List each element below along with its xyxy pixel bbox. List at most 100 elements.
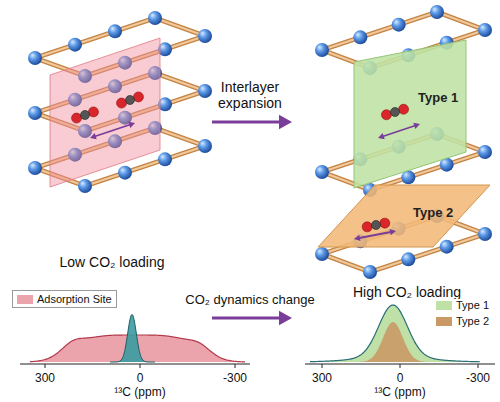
axis-tick — [478, 364, 479, 368]
oxygen-atom — [88, 107, 98, 117]
metal-node-sphere — [198, 29, 212, 43]
arrow-shaft — [358, 232, 392, 239]
legend-entry: Adsorption Site — [12, 290, 117, 308]
process-arrow — [212, 115, 292, 129]
oxygen-atom — [362, 222, 372, 232]
plane-shape — [318, 185, 493, 247]
linker-rod-highlight — [322, 12, 437, 50]
axis-title: ¹³C (ppm) — [374, 386, 425, 400]
axis-tick — [322, 364, 323, 368]
spectrum-type1-fill — [310, 305, 480, 362]
metal-node-sphere — [108, 24, 122, 38]
arrow-shaft — [94, 124, 131, 136]
metal-node-sphere — [198, 84, 212, 98]
process-label: CO₂ dynamics change — [185, 293, 314, 308]
linker-rod-highlight — [437, 12, 485, 30]
carbon-atom — [81, 111, 90, 120]
metal-node-sphere — [148, 11, 162, 25]
x-axis-line — [20, 363, 250, 364]
legend-swatch — [17, 295, 33, 304]
arrow-shaft — [212, 121, 282, 124]
linker-rod — [322, 12, 437, 50]
metal-node-sphere — [315, 43, 329, 57]
metal-node-sphere — [440, 240, 454, 254]
arrow-head — [279, 311, 292, 325]
plane-label: Type 2 — [413, 205, 453, 220]
metal-node-sphere — [478, 227, 492, 241]
arrow-head — [354, 235, 361, 241]
metal-node-sphere — [353, 30, 367, 44]
metal-node-sphere — [28, 51, 42, 65]
spectrum-axes — [20, 364, 495, 368]
axis-tick-label: 300 — [312, 372, 332, 386]
linker-rod-highlight — [155, 18, 205, 36]
motion-double-arrow — [90, 122, 135, 139]
axis-tick-label: 0 — [137, 372, 144, 386]
metal-node-sphere — [315, 165, 329, 179]
legend-text: Type 2 — [456, 315, 489, 327]
plane-fill — [318, 185, 490, 247]
legend-swatch — [436, 301, 452, 310]
oxygen-atom — [381, 110, 391, 120]
motion-double-arrow — [378, 123, 420, 139]
carbon-atom — [372, 221, 381, 230]
metal-node-sphere — [118, 166, 132, 180]
oxygen-atom — [72, 113, 82, 123]
axis-tick-label: 0 — [397, 372, 404, 386]
metal-node-sphere — [478, 23, 492, 37]
axis-tick-label: 300 — [35, 372, 55, 386]
axis-tick-label: -300 — [466, 372, 490, 386]
axis-tick — [45, 364, 46, 368]
co2-molecule — [381, 104, 408, 120]
arrow-head — [413, 123, 420, 129]
co2-molecule — [362, 218, 390, 232]
linker-rod — [437, 12, 485, 30]
arrow-shaft — [382, 125, 416, 136]
legend-text: Type 1 — [456, 299, 489, 311]
linker-rod — [155, 18, 205, 36]
adsorption-plane — [50, 38, 160, 187]
arrow-head — [378, 133, 385, 139]
legend-text: Adsorption Site — [37, 293, 112, 305]
state-caption: Low CO₂ loading — [59, 254, 164, 270]
arrow-head — [389, 229, 396, 235]
carbon-atom — [391, 108, 400, 117]
type2-plane: Type 2 — [318, 185, 493, 247]
legend-entry: Type 1 — [436, 299, 489, 311]
metal-node-sphere — [363, 265, 377, 279]
co2-molecule — [72, 107, 99, 123]
linker-rod — [155, 128, 205, 146]
nmr-spectra — [30, 305, 480, 362]
process-label: Interlayer expansion — [210, 79, 290, 111]
axis-title: ¹³C (ppm) — [114, 386, 165, 400]
metal-node-sphere — [68, 38, 82, 52]
axis-tick — [400, 364, 401, 368]
oxygen-atom — [380, 218, 390, 228]
carbon-atom — [126, 96, 135, 105]
spectrum-type2-fill — [340, 322, 446, 362]
motion-double-arrow — [354, 229, 396, 241]
plane-shape — [350, 40, 470, 190]
process-arrow — [212, 311, 292, 325]
legend-swatch — [436, 317, 452, 326]
linker-rod-highlight — [155, 73, 205, 91]
arrow-head — [90, 133, 97, 139]
plane-fill — [354, 40, 466, 188]
spectrum-outline — [110, 314, 155, 362]
oxygen-atom — [399, 104, 409, 114]
plane-label: Type 1 — [418, 90, 458, 105]
metal-node-sphere — [430, 5, 444, 19]
linker-rod — [155, 73, 205, 91]
type1-plane: Type 1 — [350, 40, 470, 190]
metal-node-sphere — [478, 145, 492, 159]
co2-molecule — [117, 92, 144, 108]
metal-node-sphere — [28, 161, 42, 175]
legend-entry: Type 2 — [436, 315, 489, 327]
axis-tick — [140, 364, 141, 368]
oxygen-atom — [133, 92, 143, 102]
arrow-head — [128, 122, 135, 128]
spectrum-sharp-peak — [110, 314, 155, 362]
metal-node-sphere — [78, 179, 92, 193]
metal-node-sphere — [28, 106, 42, 120]
